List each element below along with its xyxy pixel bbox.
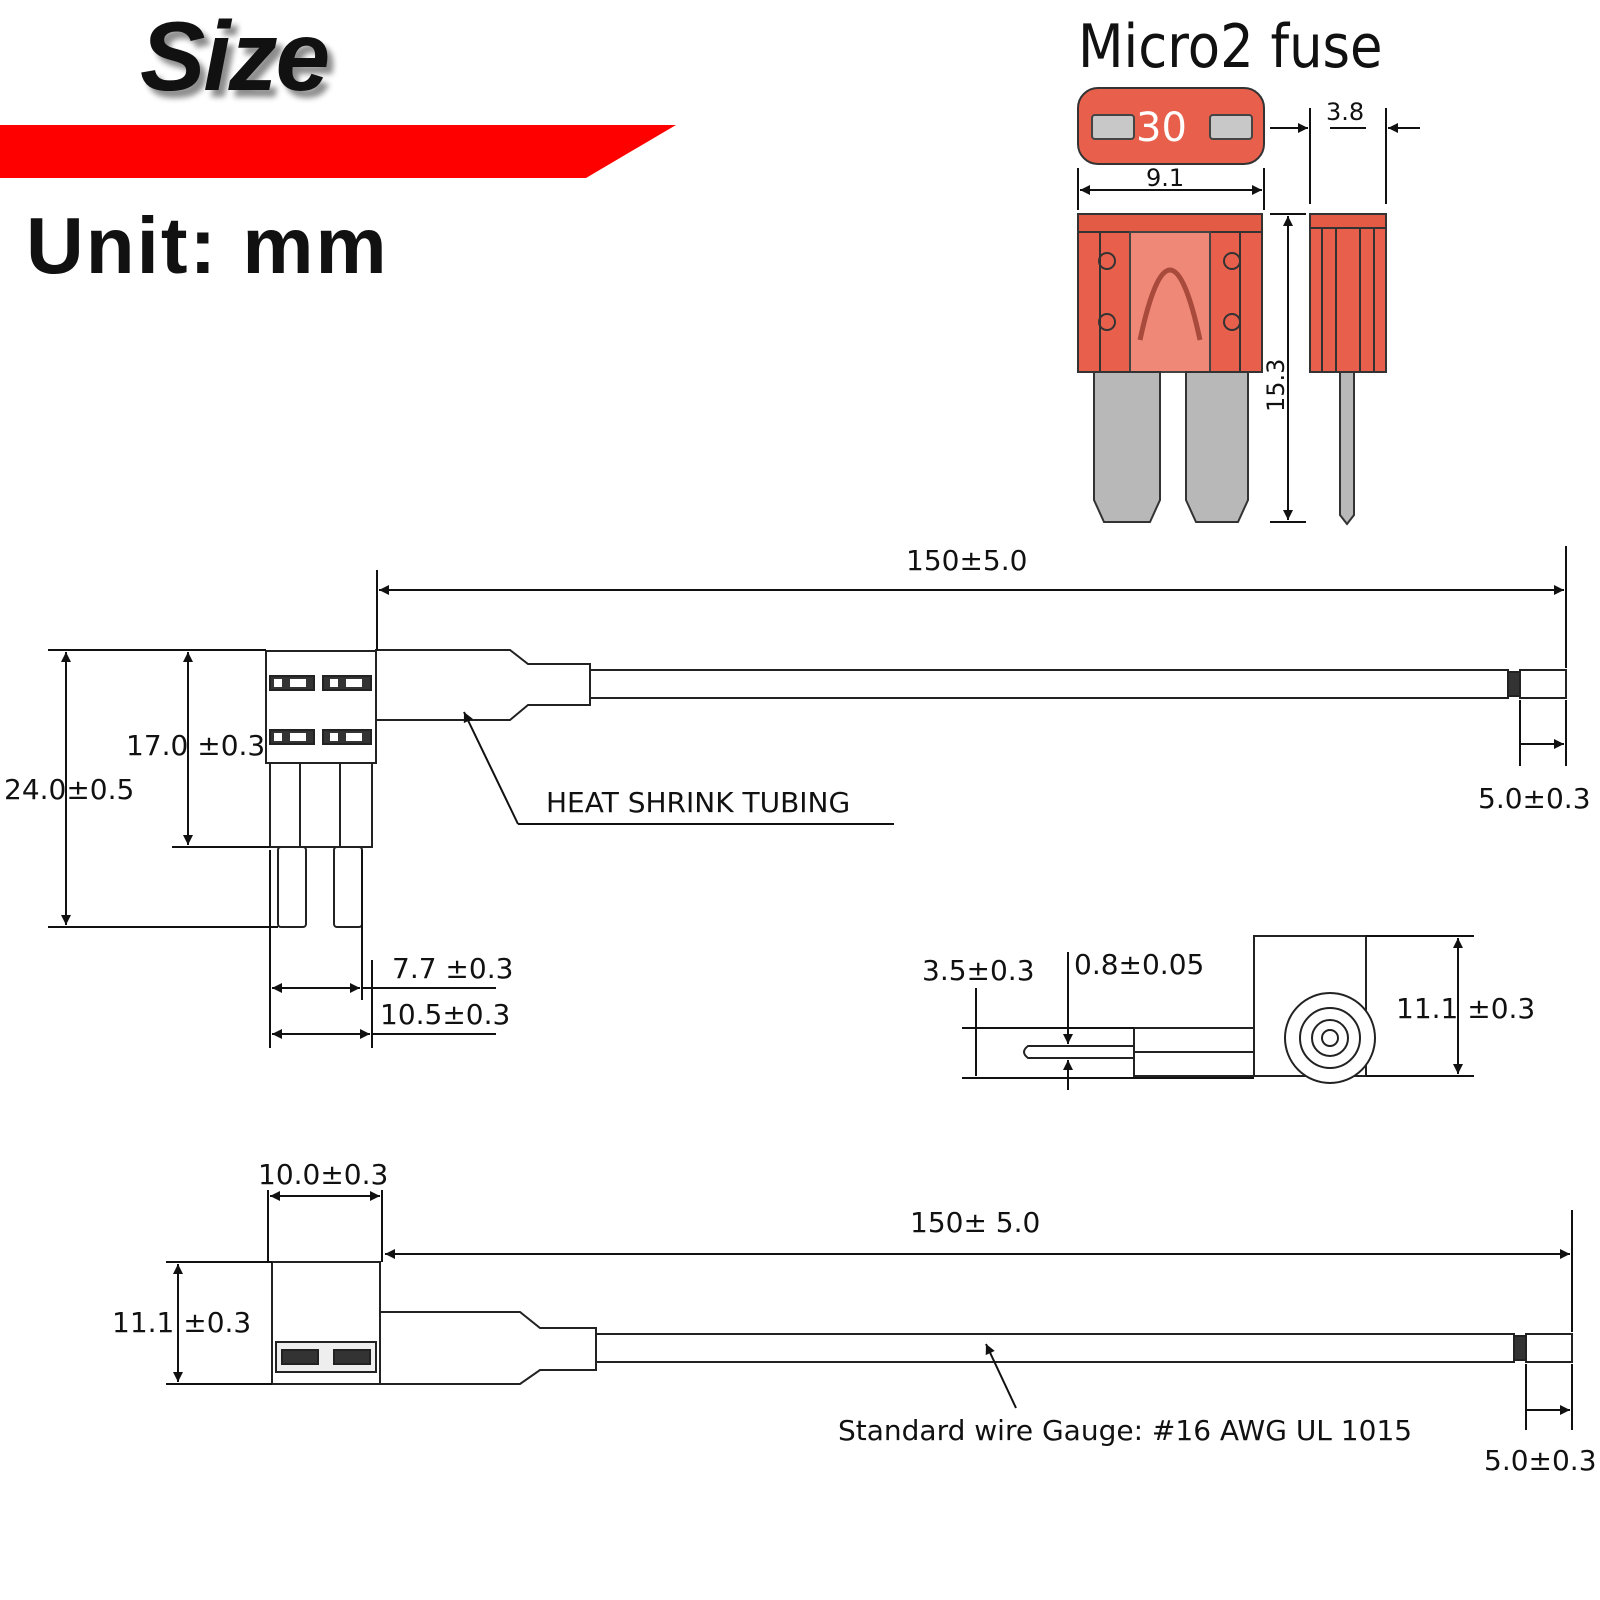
ring-height-label: 11.1 ±0.3 (1396, 992, 1535, 1025)
top-view-drawing (265, 649, 1567, 928)
fuse-blade-side (1339, 371, 1355, 526)
fuse-dim-thickness: 3.8 (1326, 98, 1364, 126)
fuse-blade-right (1185, 371, 1249, 523)
tap-body (265, 650, 377, 764)
side-wire (595, 1333, 1515, 1363)
pin-diameter-label: 0.8±0.05 (1074, 948, 1204, 981)
top-length-label: 150±5.0 (906, 544, 1027, 577)
tap-blade-right (333, 846, 363, 928)
fuse-top-view (1077, 87, 1265, 165)
heat-shrink-tubing (375, 649, 591, 721)
pin-offset-label: 3.5±0.3 (922, 954, 1035, 987)
side-length-label: 150± 5.0 (910, 1206, 1040, 1239)
side-view-dimensions (166, 1190, 1573, 1430)
side-height-label: 11.1 ±0.3 (112, 1306, 251, 1339)
side-end-terminal (1513, 1335, 1527, 1361)
end-terminal (1507, 671, 1521, 697)
tap-blade-left (277, 846, 307, 928)
fuse-dimensions (1077, 108, 1420, 523)
side-end-terminal-label: 5.0±0.3 (1484, 1444, 1597, 1477)
fuse-blade-left (1093, 371, 1161, 523)
body-height-label: 17.0 ±0.3 (126, 729, 265, 762)
header-accent-bar (0, 125, 676, 178)
blade-width-label: 10.5±0.3 (380, 998, 510, 1031)
overall-height-label: 24.0±0.5 (4, 773, 134, 806)
side-view-drawing (271, 1261, 1573, 1385)
ring-terminal-dimensions (962, 935, 1474, 1090)
wire-gauge-callout: Standard wire Gauge: #16 AWG UL 1015 (838, 1414, 1412, 1447)
top-end-terminal-label: 5.0±0.3 (1478, 782, 1591, 815)
unit-label: Unit: mm (26, 201, 389, 290)
wire (589, 669, 1509, 699)
fuse-dim-height: 15.3 (1262, 359, 1290, 412)
fuse-rating-label: 30 (1136, 105, 1187, 151)
fuse-title: Micro2 fuse (1078, 12, 1383, 82)
side-width-label: 10.0±0.3 (258, 1158, 388, 1191)
fuse-dim-width: 9.1 (1146, 164, 1184, 192)
page-title: Size (140, 1, 330, 111)
heat-shrink-callout: HEAT SHRINK TUBING (546, 786, 850, 819)
ring-terminal-drawing (1023, 935, 1376, 1084)
top-view-dimensions (48, 546, 1567, 1048)
micro2-fuse-drawing (1077, 87, 1387, 526)
side-heat-shrink (379, 1311, 597, 1385)
blade-gap-label: 7.7 ±0.3 (392, 952, 513, 985)
